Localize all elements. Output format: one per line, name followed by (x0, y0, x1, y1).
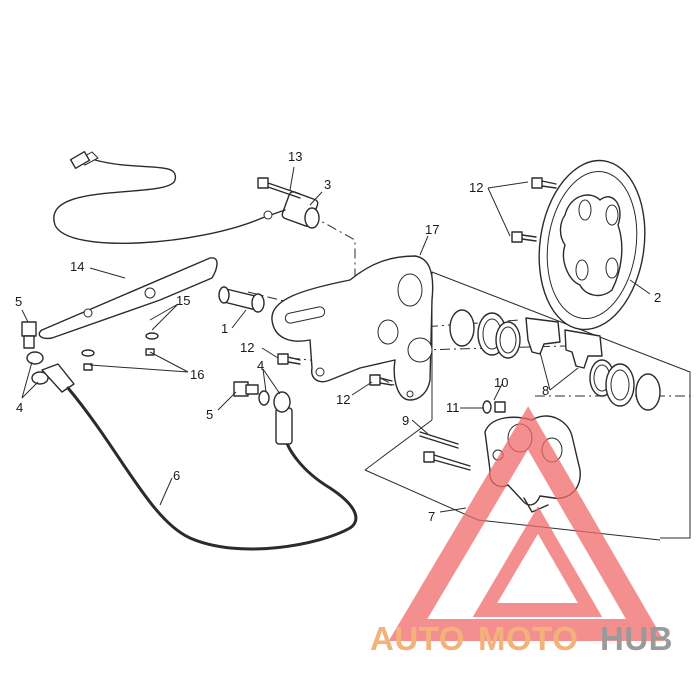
callout-14: 14 (70, 259, 84, 274)
bleed-valve-part-10-11 (482, 400, 506, 414)
callout-4-right: 4 (257, 358, 264, 373)
callout-labels: 13 3 17 14 15 16 5 4 1 12 4 5 6 12 12 2 … (15, 149, 661, 524)
bleeder-part-5-left (21, 321, 37, 349)
disc-bolts-part-12 (511, 177, 557, 243)
callout-12-disc: 12 (469, 180, 483, 195)
callout-12-low: 12 (336, 392, 350, 407)
callout-leaders (21, 166, 651, 513)
caliper-pins-part-9 (419, 431, 471, 471)
washers-part-4-right (258, 390, 291, 413)
callout-17: 17 (425, 222, 439, 237)
washers-part-4-left (26, 351, 49, 385)
watermark-logo-icon (388, 406, 665, 641)
callout-15: 15 (176, 293, 190, 308)
piston-seals-left (449, 309, 521, 359)
piston-seals-right (589, 359, 661, 411)
watermark-hub: HUB (600, 620, 673, 657)
sensor-cable (53, 150, 263, 245)
sensor-part-3 (261, 191, 320, 229)
callout-4-left: 4 (16, 400, 23, 415)
callout-8: 8 (542, 383, 549, 398)
callout-1: 1 (221, 321, 228, 336)
watermark-moto: MOTO (478, 620, 578, 657)
caliper-bracket-part-17 (271, 255, 434, 401)
bolt-part-13 (257, 177, 301, 199)
washers-part-15 (81, 332, 159, 357)
brake-disc-part-2 (538, 159, 646, 331)
brake-pads-part-8 (525, 317, 603, 369)
callout-11: 11 (446, 400, 460, 415)
pin-part-1 (218, 286, 265, 313)
brake-hose-part-6 (41, 363, 358, 551)
chain-guide-part-14 (38, 257, 218, 340)
bolt-part-12-mid (277, 353, 301, 365)
callout-3: 3 (324, 177, 331, 192)
callout-5-left: 5 (15, 294, 22, 309)
callout-16: 16 (190, 367, 204, 382)
callout-2: 2 (654, 290, 661, 305)
watermark-auto: AUTO (370, 620, 465, 657)
bolt-part-12-low (369, 374, 393, 386)
banjo-bolt-part-5-right (233, 381, 259, 397)
callout-7: 7 (428, 509, 435, 524)
callout-10: 10 (494, 375, 508, 390)
callout-5-right: 5 (206, 407, 213, 422)
callout-6: 6 (173, 468, 180, 483)
callout-9: 9 (402, 413, 409, 428)
callout-13: 13 (288, 149, 302, 164)
watermark-text: AUTO MOTO HUB (370, 620, 673, 657)
callout-12-mid: 12 (240, 340, 254, 355)
